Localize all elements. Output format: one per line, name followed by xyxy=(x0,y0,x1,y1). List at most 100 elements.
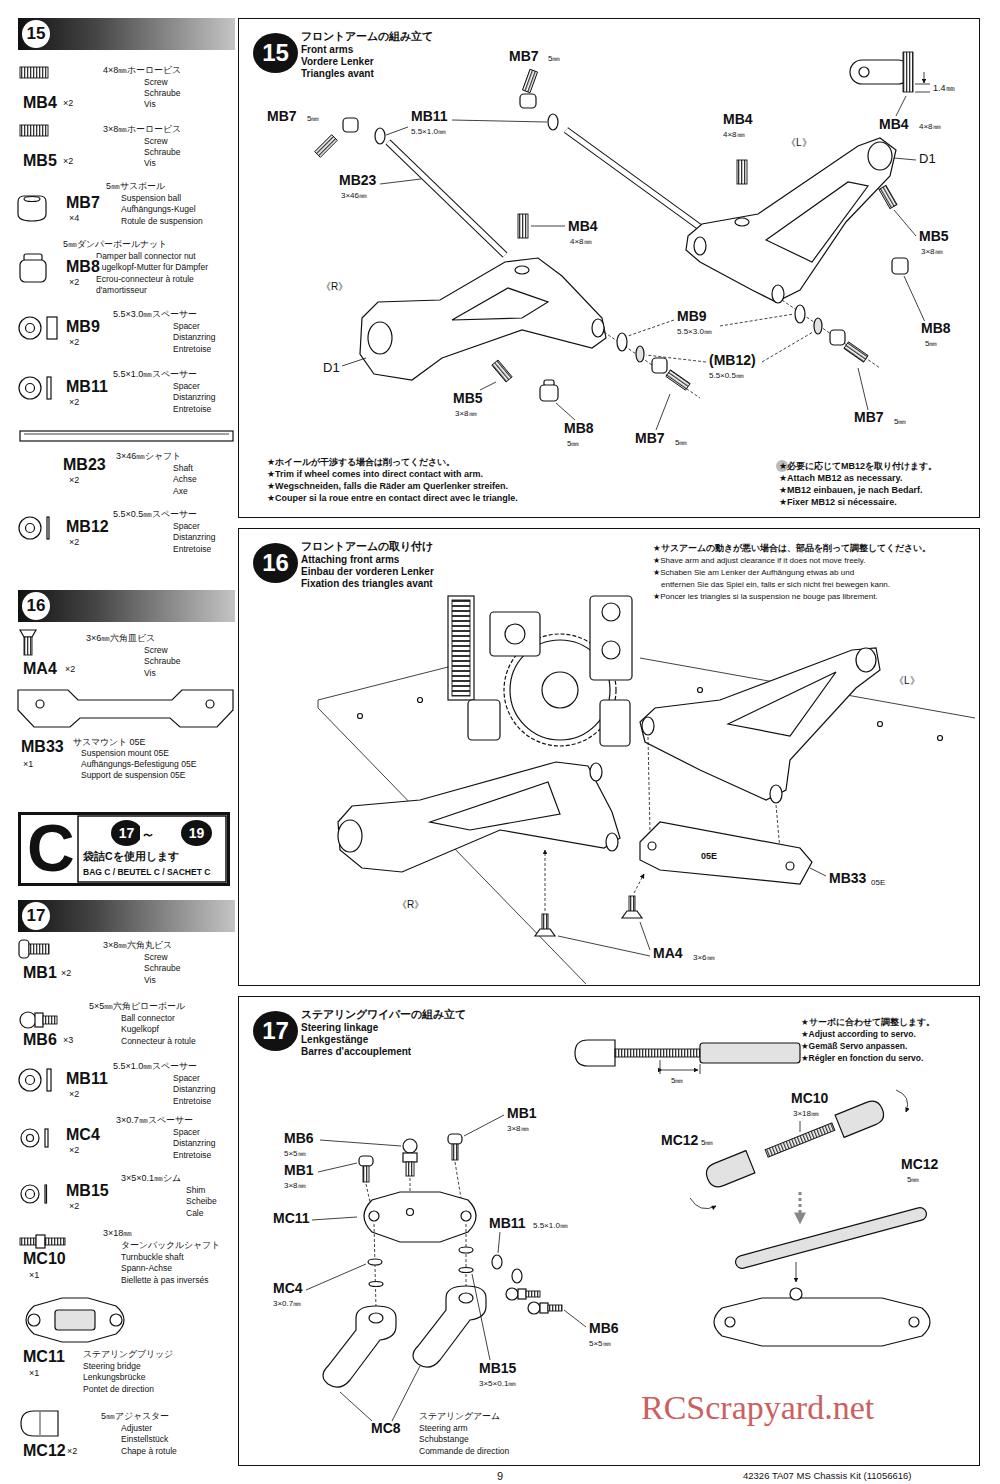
chassis-art xyxy=(878,722,883,727)
steering-linkage-art xyxy=(364,1192,476,1242)
label-text: Schraube xyxy=(143,148,181,157)
label-text: ×2 xyxy=(66,1447,78,1457)
steering-linkage-art xyxy=(318,1163,357,1172)
label-text: Shim xyxy=(185,1186,206,1195)
label-text: 《L》 xyxy=(785,137,813,148)
node-text: 19 xyxy=(181,820,212,846)
part-code: MB7 xyxy=(634,431,666,446)
label-text: Rotule de suspension xyxy=(120,217,204,226)
label-text: 4×8㎜ホーロービス xyxy=(102,66,182,76)
part-code: MB4 xyxy=(22,94,58,112)
parts-list-art xyxy=(24,434,229,435)
front-arm-assembly-art xyxy=(830,330,845,345)
steering-linkage-art xyxy=(700,1064,701,1074)
parts-list-art xyxy=(36,700,44,708)
part-code: MB7 xyxy=(266,109,298,124)
label-text: 3×0.7㎜スペーサー xyxy=(115,1116,194,1126)
front-arm-assembly-art xyxy=(388,142,505,255)
front-arm-assembly-art xyxy=(592,319,604,337)
chassis-art xyxy=(938,736,943,741)
steering-linkage-art xyxy=(464,1115,504,1136)
steering-linkage-art xyxy=(320,1140,401,1146)
label-text: ×2 xyxy=(62,157,74,167)
step-header-bar: 15 xyxy=(18,18,235,50)
node-text: Fixation des triangles avant xyxy=(301,578,433,589)
parts-list-art xyxy=(47,517,49,539)
parts-list-art xyxy=(36,1235,45,1248)
label-text: 1.4㎜ xyxy=(932,84,956,94)
chassis-art xyxy=(358,714,363,719)
part-code: MB11 xyxy=(410,109,449,124)
label-text: 4×8㎜ xyxy=(722,131,746,140)
label-text: 5㎜ xyxy=(566,440,580,449)
watermark: RCScrapyard.net xyxy=(640,1389,875,1426)
parts-list-art xyxy=(21,1129,39,1147)
chassis-art xyxy=(490,612,540,656)
steering-linkage-art xyxy=(312,1217,357,1220)
label-text: ×1 xyxy=(28,1271,40,1281)
note-text: ★Gemäß Servo anpassen. xyxy=(800,1042,908,1051)
node-text: フロントアームの取り付け xyxy=(301,540,433,552)
front-arm-assembly-art xyxy=(904,276,925,322)
part-code: MB15 xyxy=(478,1361,517,1376)
part-code: MC11 xyxy=(22,1348,66,1366)
chassis-art xyxy=(590,763,602,781)
front-arm-assembly-art xyxy=(766,182,868,262)
parts-list-art xyxy=(19,377,41,399)
front-arm-assembly-art xyxy=(782,300,880,368)
label-text: Schraube xyxy=(143,89,181,98)
note-text: ★Poncer les triangles si la suspension n… xyxy=(652,593,879,602)
note-text: ★Régler en fonction du servo. xyxy=(800,1054,924,1063)
part-code: MB33 xyxy=(20,738,65,756)
chassis-art xyxy=(535,929,555,936)
front-arm-assembly-art xyxy=(566,130,712,236)
label-text: 5㎜ダンパーボールナット xyxy=(62,240,168,250)
part-code: MB6 xyxy=(588,1321,620,1336)
label-text: 3×5×0.1㎜ xyxy=(478,1380,517,1389)
part-code: MB9 xyxy=(676,309,708,324)
label-text: Spacer xyxy=(172,1128,201,1137)
front-arm-assembly-art xyxy=(850,60,910,84)
label-text: ×1 xyxy=(22,760,34,770)
label-text: 5㎜ xyxy=(893,418,907,427)
node-text: フロントアームの組み立て xyxy=(301,30,433,42)
part-code: MB8 xyxy=(920,321,952,336)
steering-linkage-art xyxy=(714,1298,930,1346)
chassis-art xyxy=(602,603,620,621)
label-text: Distanzring xyxy=(172,1085,217,1094)
label-text: Spacer xyxy=(172,1074,201,1083)
node-text: 17 xyxy=(111,820,142,846)
front-arm-assembly-art xyxy=(520,94,536,108)
label-text: 3×8㎜ xyxy=(283,1182,307,1191)
steering-linkage-art xyxy=(796,1262,797,1282)
node-text: BAG C / BEUTEL C / SACHET C xyxy=(83,868,210,877)
steering-linkage-art xyxy=(742,1214,920,1262)
note-text: ★Couper si la roue entre en contact dire… xyxy=(266,494,519,504)
front-arm-assembly-art xyxy=(858,368,868,410)
node-text: C xyxy=(27,815,75,881)
front-arm-assembly-art xyxy=(915,84,930,85)
label-text: 5㎜ xyxy=(547,55,561,64)
label-text: ×2 xyxy=(68,1146,80,1156)
chassis-art xyxy=(770,785,782,803)
label-text: Kugelkopf xyxy=(120,1025,160,1034)
steering-linkage-art xyxy=(406,1162,414,1176)
parts-list-art xyxy=(19,940,29,958)
part-code: MB11 xyxy=(65,1070,109,1088)
steering-linkage-art xyxy=(690,1198,716,1209)
label-text: Axe xyxy=(172,487,189,496)
label-text: ステアリングブリッジ xyxy=(82,1350,174,1360)
label-text: ×2 xyxy=(68,278,80,288)
label-text: 9 xyxy=(496,1470,504,1482)
label-text: 05E xyxy=(700,852,718,862)
label-text: Entretoise xyxy=(172,545,212,554)
chassis-art xyxy=(698,688,703,693)
steering-linkage-art xyxy=(799,1192,802,1222)
part-code: MB15 xyxy=(65,1182,110,1200)
note-text: ★サーボに合わせて調整します。 xyxy=(800,1018,936,1027)
part-code: MB33 xyxy=(828,871,867,886)
chassis-art xyxy=(338,762,620,872)
parts-list-art xyxy=(20,125,48,136)
note-text: ★Trim if wheel comes into direct contact… xyxy=(266,470,484,480)
